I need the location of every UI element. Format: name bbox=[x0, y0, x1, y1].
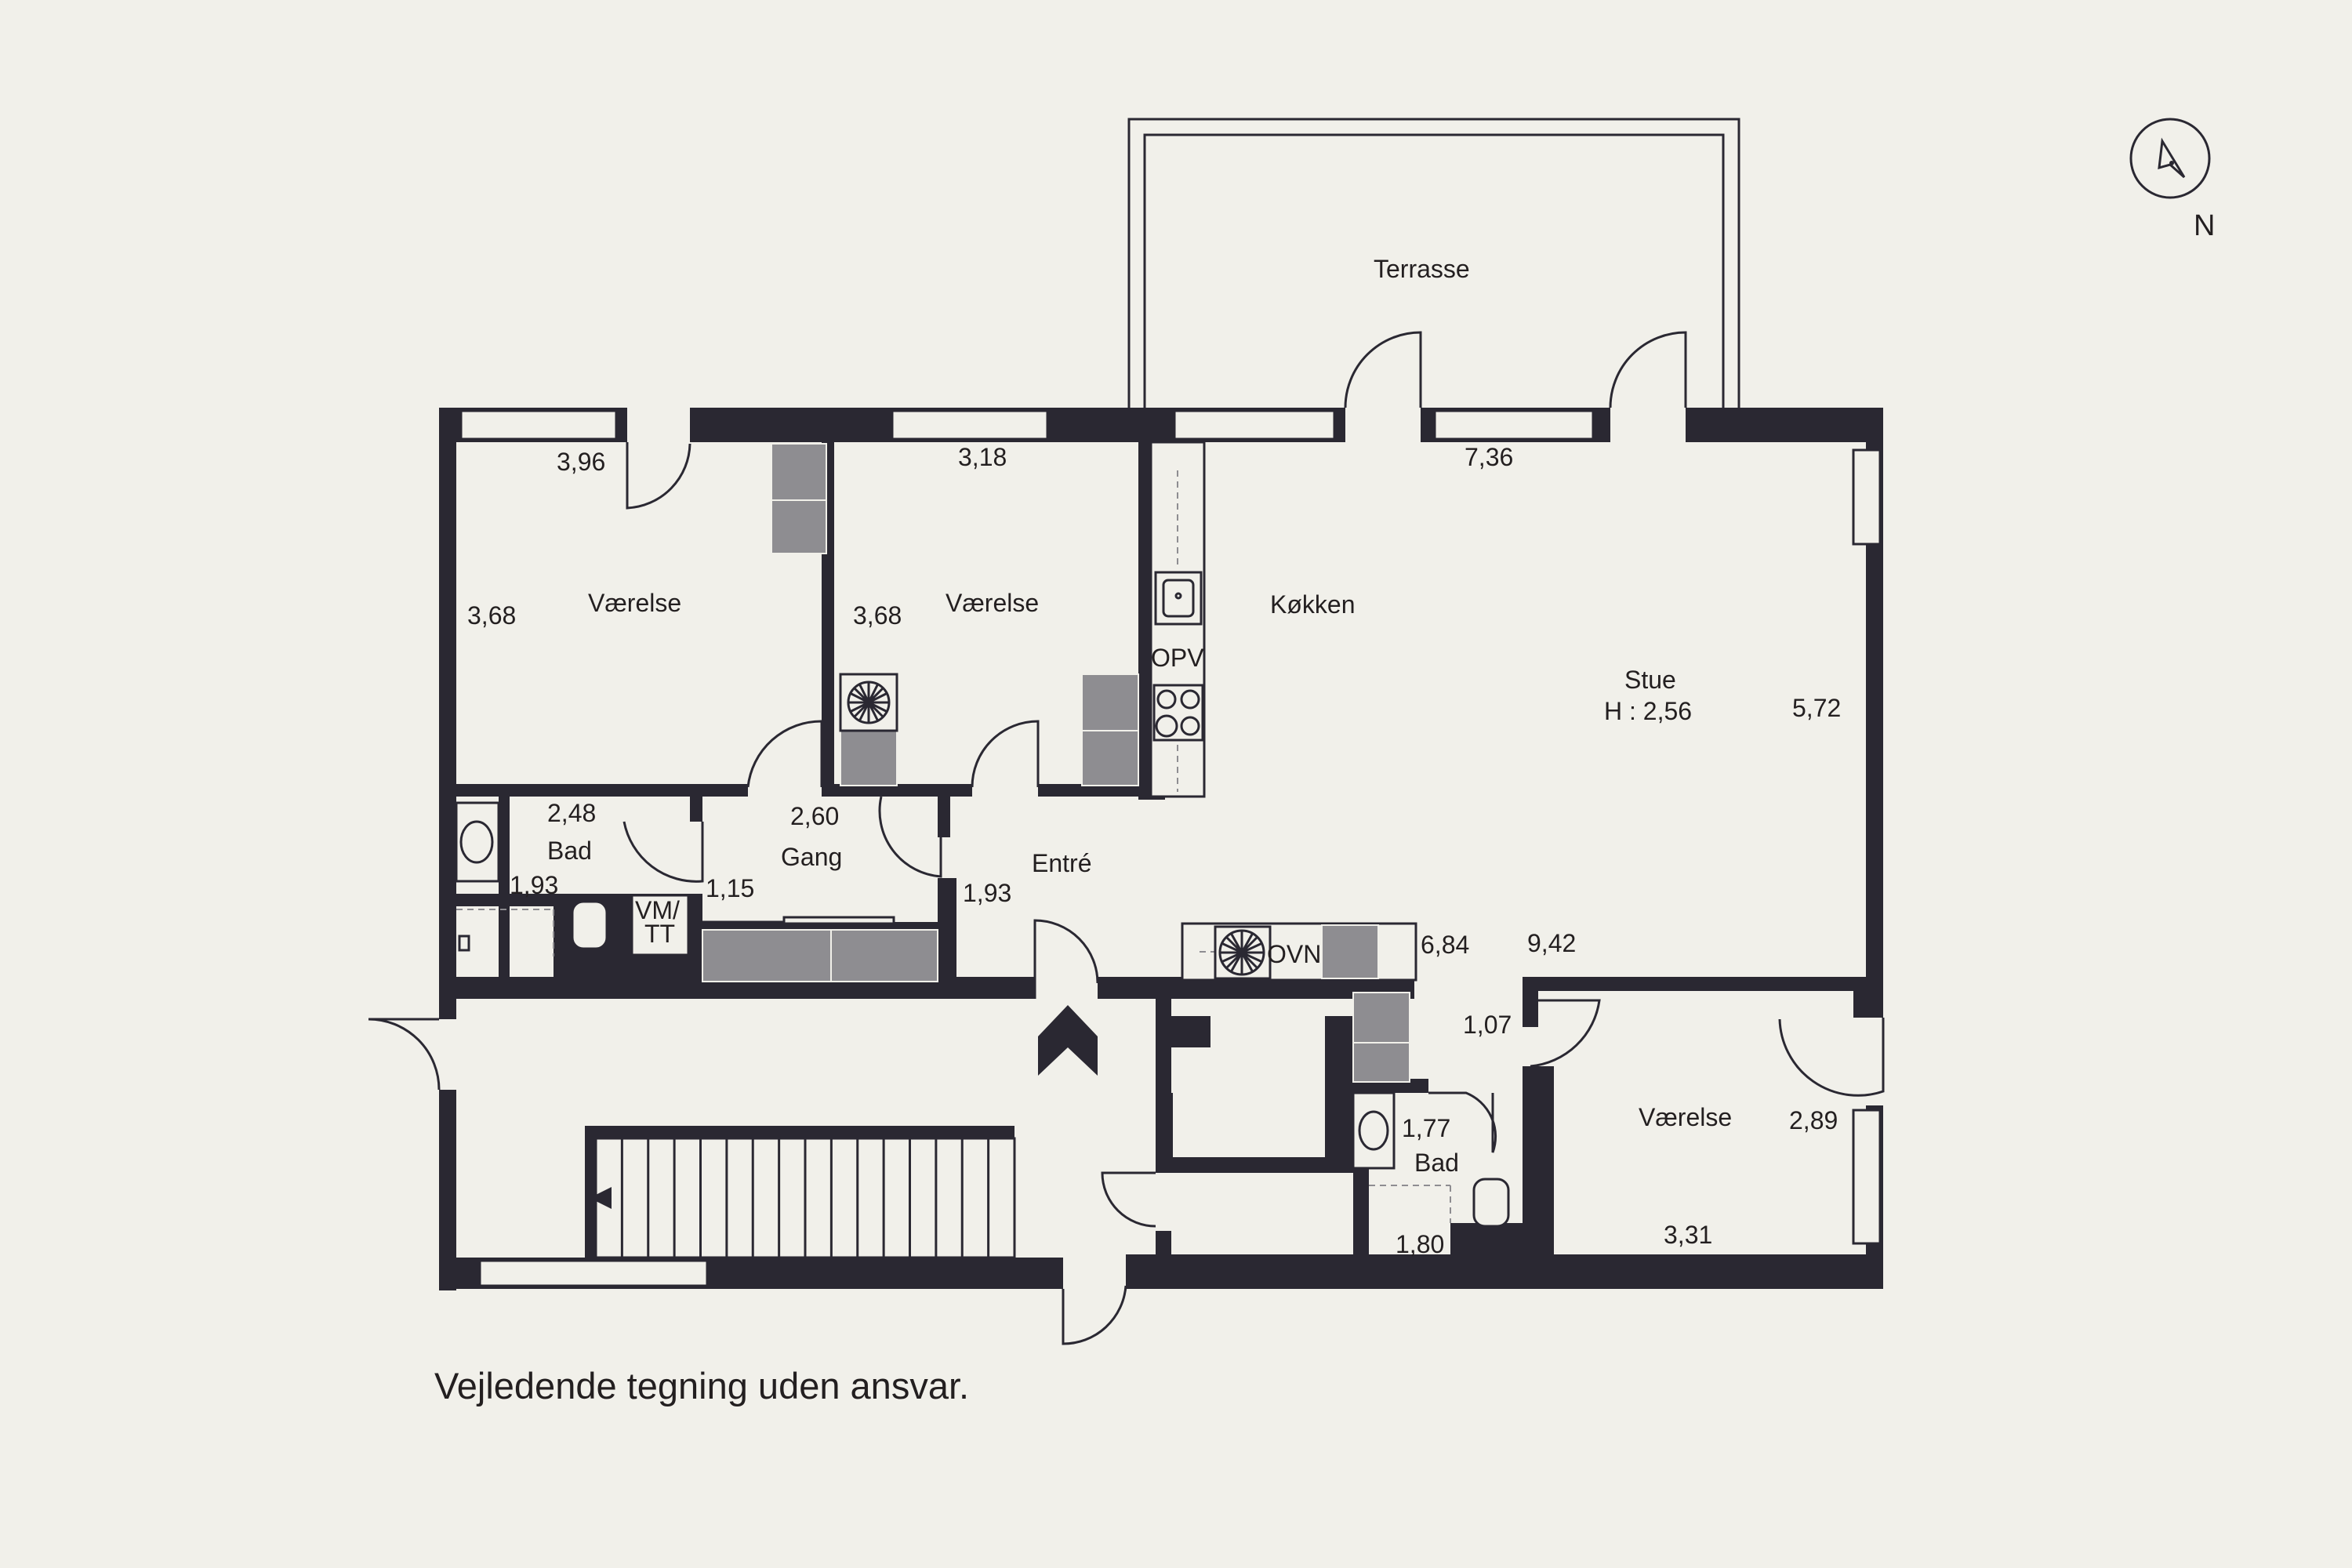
fixture-label-vm-tt-1: VM/ bbox=[635, 896, 680, 924]
fixture-label-opv: OPV bbox=[1151, 644, 1204, 672]
door-swings bbox=[368, 331, 1885, 1345]
room-label-stue: Stue bbox=[1624, 666, 1676, 694]
staircase bbox=[585, 1126, 1016, 1259]
dim-v3-bottom: 3,31 bbox=[1664, 1221, 1712, 1249]
dim-entre-side: 1,93 bbox=[963, 879, 1011, 907]
dim-bad2-bottom: 1,80 bbox=[1396, 1230, 1444, 1258]
fixture-label-vm-tt-2: TT bbox=[644, 920, 675, 948]
fixture-label-ovn: OVN bbox=[1267, 940, 1321, 968]
dim-v3-right: 2,89 bbox=[1789, 1106, 1838, 1134]
dim-bad1-top: 2,48 bbox=[547, 799, 596, 827]
fan-icon bbox=[839, 673, 898, 732]
windows bbox=[459, 409, 1882, 1287]
kitchen-counter bbox=[1149, 441, 1417, 982]
cabinets bbox=[702, 443, 1410, 1083]
dim-gang-side: 1,15 bbox=[706, 874, 754, 902]
dim-stue-bottom: 9,42 bbox=[1527, 929, 1576, 957]
dim-stue-top: 7,36 bbox=[1465, 443, 1513, 471]
bathroom-1-fixtures bbox=[455, 801, 690, 956]
dim-v2-left: 3,68 bbox=[853, 601, 902, 630]
door-openings bbox=[439, 408, 1883, 1289]
compass-north-label: N bbox=[2194, 209, 2215, 242]
room-label-entre: Entré bbox=[1032, 849, 1091, 877]
dim-bad1-side: 1,93 bbox=[510, 871, 558, 899]
room-label-gang: Gang bbox=[781, 843, 842, 871]
room-label-koekken: Køkken bbox=[1270, 590, 1355, 619]
compass-icon bbox=[2129, 118, 2211, 199]
stairs-direction-arrow bbox=[590, 1187, 612, 1209]
disclaimer-caption: Vejledende tegning uden ansvar. bbox=[434, 1365, 969, 1406]
dim-gang-top: 2,60 bbox=[790, 802, 839, 830]
room-label-bad-2: Bad bbox=[1414, 1149, 1459, 1177]
bathroom-2-fixtures bbox=[1352, 1091, 1510, 1228]
dim-entre-bottom: 6,84 bbox=[1421, 931, 1469, 959]
room-label-bad-1: Bad bbox=[547, 837, 592, 865]
room-label-terrasse: Terrasse bbox=[1374, 255, 1470, 283]
room-label-vaerelse-2: Værelse bbox=[946, 589, 1039, 617]
dim-v1-top: 3,96 bbox=[557, 448, 605, 476]
dim-v1-left: 3,68 bbox=[467, 601, 516, 630]
dim-stue-right: 5,72 bbox=[1792, 694, 1841, 722]
dim-bad2-top: 1,77 bbox=[1402, 1114, 1450, 1142]
dim-v2-top: 3,18 bbox=[958, 443, 1007, 471]
fan-icon-ovn bbox=[1214, 925, 1272, 980]
room-label-vaerelse-1: Værelse bbox=[588, 589, 681, 617]
room-label-vaerelse-3: Værelse bbox=[1639, 1103, 1732, 1131]
dim-hall-small: 1,07 bbox=[1463, 1011, 1512, 1039]
room-label-stue-height: H : 2,56 bbox=[1604, 697, 1692, 725]
sliding-closet bbox=[702, 916, 895, 925]
entrance-arrow-icon bbox=[1038, 1005, 1098, 1076]
terrace bbox=[1127, 118, 1740, 408]
